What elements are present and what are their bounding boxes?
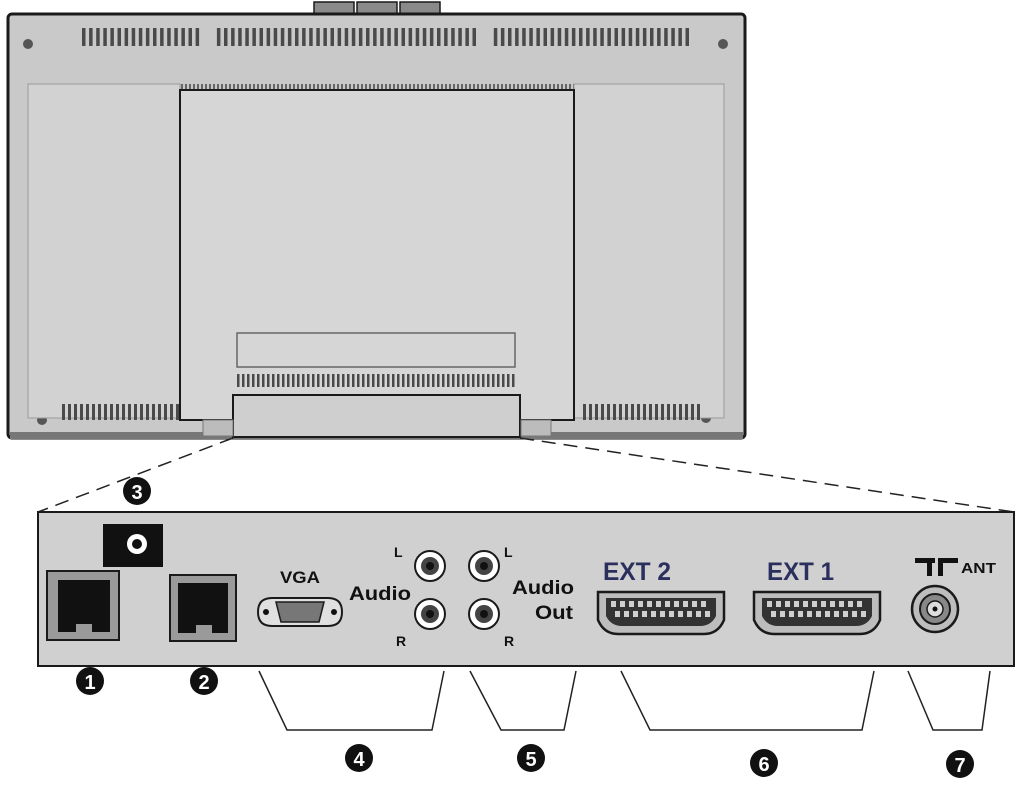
vent-grille-top	[82, 28, 689, 46]
callout-6: 6	[750, 749, 778, 777]
bracket-4	[258, 670, 445, 731]
callout-brackets	[258, 670, 991, 731]
label-plate	[236, 332, 516, 368]
bracket-7	[907, 670, 991, 731]
antenna-port	[910, 584, 960, 634]
screw-icon	[23, 39, 33, 49]
svg-text:5: 5	[525, 749, 536, 771]
audio-in-left-jack-icon	[414, 550, 446, 582]
ant-label: ANT	[961, 560, 996, 577]
connector-panel: VGA Audio L R	[37, 511, 1015, 667]
vent-grille-bottom-right	[583, 404, 700, 420]
callout-4: 4	[345, 744, 373, 772]
audio-in-right-jack-icon	[414, 598, 446, 630]
audio-in-left-label: L	[394, 544, 403, 560]
svg-text:7: 7	[954, 755, 965, 777]
callout-1: 1	[76, 667, 104, 695]
vent-grille-bottom-left	[62, 404, 179, 420]
screw-icon	[718, 39, 728, 49]
tv-back	[6, 1, 747, 440]
audio-in-right-label: R	[396, 633, 406, 649]
bracket-5	[469, 670, 577, 731]
audio-out-left-label: L	[504, 544, 513, 560]
port-1-rj	[46, 570, 120, 641]
zoom-line-right	[519, 437, 1015, 513]
callout-7: 7	[946, 750, 974, 778]
audio-out-right-label: R	[504, 633, 514, 649]
callout-3: 3	[123, 477, 151, 505]
port-3-jack	[103, 524, 163, 567]
center-panel	[179, 89, 575, 421]
side-panel-right	[573, 83, 725, 419]
audio-out-label-line2: Out	[535, 603, 574, 624]
ext1-scart-port	[752, 590, 882, 636]
audio-out-label-line1: Audio	[512, 578, 574, 599]
callout-2: 2	[190, 667, 218, 695]
ext2-scart-port	[596, 590, 726, 636]
svg-text:3: 3	[131, 482, 142, 504]
vga-label: VGA	[280, 568, 320, 587]
svg-text:4: 4	[353, 749, 365, 771]
ext2-label: EXT 2	[603, 558, 671, 586]
ext1-label: EXT 1	[767, 558, 834, 586]
svg-text:1: 1	[84, 672, 95, 694]
svg-text:2: 2	[198, 672, 209, 694]
callout-5: 5	[517, 744, 545, 772]
side-panel-left	[27, 83, 181, 419]
antenna-icon	[915, 558, 958, 576]
vga-port	[256, 597, 344, 627]
zoom-line-left	[37, 437, 234, 513]
audio-in-label: Audio	[349, 584, 411, 605]
bracket-6	[620, 670, 875, 731]
audio-out-left-jack-icon	[468, 550, 500, 582]
port-2-rj	[169, 574, 237, 642]
audio-out-right-jack-icon	[468, 598, 500, 630]
vent-grille-center	[237, 374, 515, 387]
svg-text:6: 6	[758, 754, 769, 776]
connector-bay	[232, 394, 521, 438]
